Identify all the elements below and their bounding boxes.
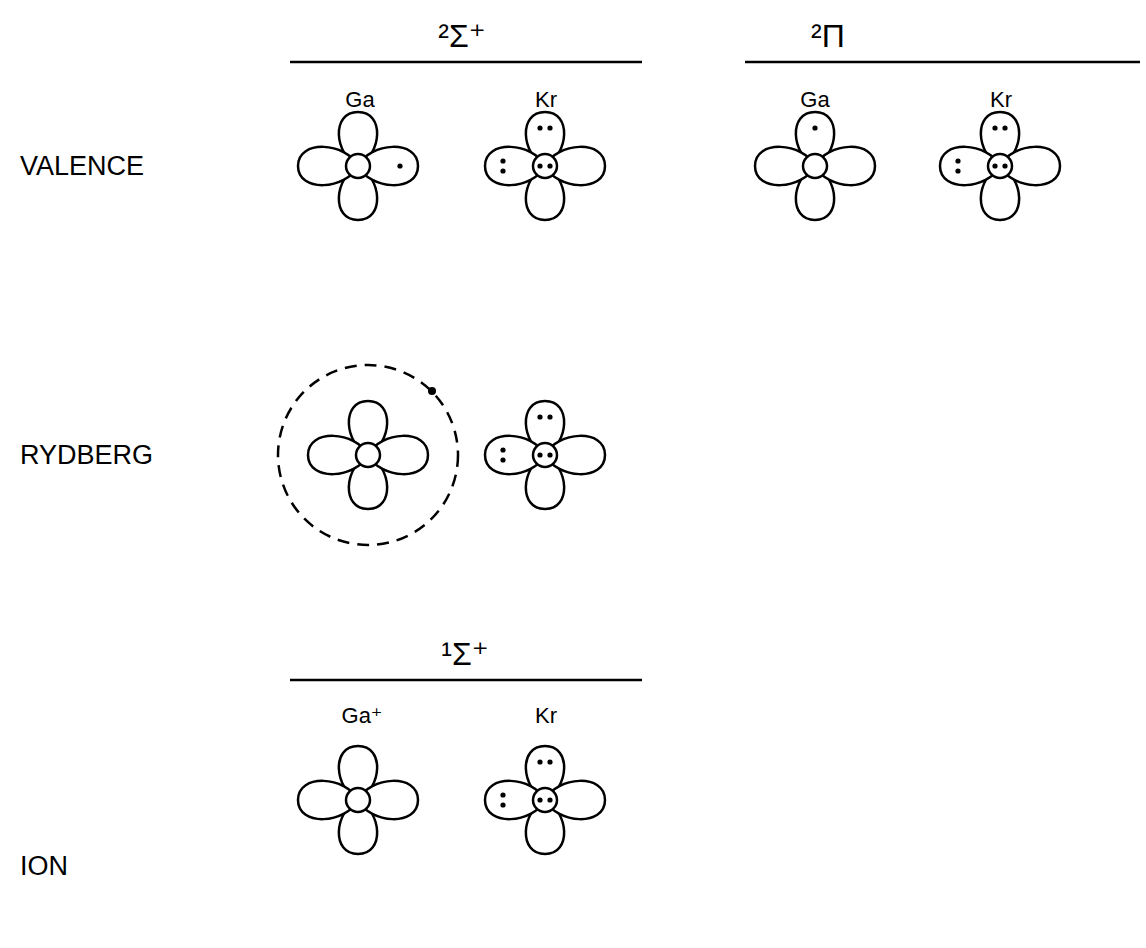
row-label: ION bbox=[20, 853, 68, 880]
kr-orbital bbox=[940, 112, 1060, 220]
header-rule bbox=[745, 61, 1140, 64]
term-symbol: ¹Σ⁺ bbox=[441, 638, 488, 670]
row-label: RYDBERG bbox=[20, 442, 153, 469]
ga-orbital bbox=[298, 112, 418, 220]
ga-ion-orbital bbox=[298, 746, 418, 854]
header-rule bbox=[290, 61, 642, 64]
kr-orbital bbox=[485, 112, 605, 220]
kr-orbital bbox=[485, 401, 605, 509]
atom-label: Ga bbox=[800, 89, 829, 111]
row-label: VALENCE bbox=[20, 153, 144, 180]
atom-label: Ga bbox=[345, 89, 374, 111]
atom-label: Ga⁺ bbox=[342, 705, 383, 727]
ga-orbital bbox=[755, 112, 875, 220]
kr-orbital bbox=[485, 746, 605, 854]
atom-label: Kr bbox=[535, 89, 557, 111]
term-symbol: ²Σ⁺ bbox=[438, 20, 485, 52]
term-symbol: ²Π bbox=[811, 20, 845, 52]
ga-rydberg-orbital bbox=[278, 365, 458, 545]
atom-label: Kr bbox=[990, 89, 1012, 111]
atom-label: Kr bbox=[535, 705, 557, 727]
header-rule bbox=[290, 679, 642, 682]
